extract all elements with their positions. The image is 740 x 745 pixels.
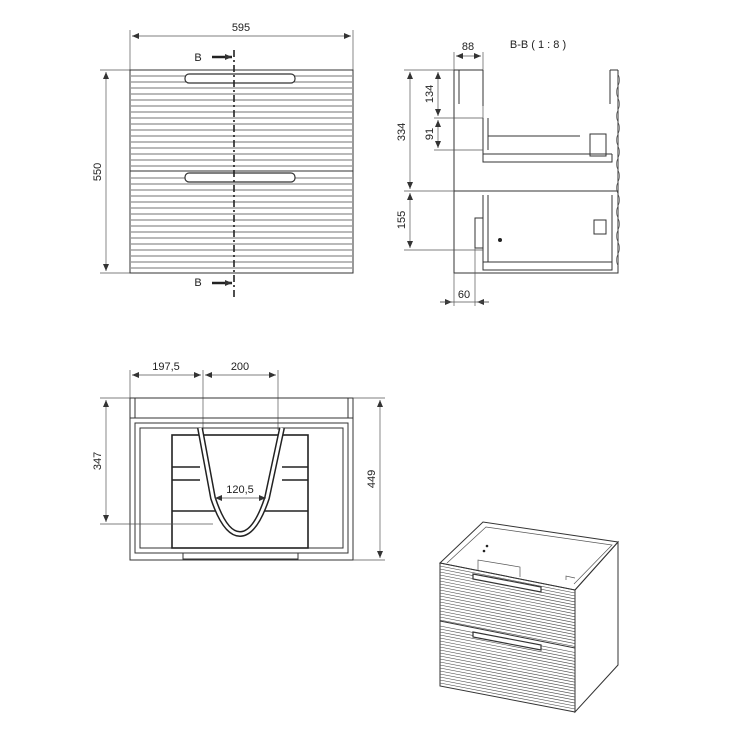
iso-slat-line (439, 586, 576, 615)
dim-334-label: 334 (396, 123, 408, 141)
iso-slat-line (439, 661, 576, 689)
top-view-outline (129, 397, 354, 561)
iso-slat-line (439, 598, 576, 626)
iso-slat-line (439, 604, 576, 632)
iso-slat-line (439, 589, 576, 618)
iso-slat-line (439, 667, 576, 695)
iso-slat-line (439, 676, 576, 704)
iso-slat-line (439, 592, 576, 621)
front-slats (131, 75, 352, 269)
iso-slat-line (439, 679, 576, 707)
iso-slat-line (439, 580, 576, 609)
total-depth-449-label: 449 (366, 470, 378, 488)
iso-slat-line (439, 643, 576, 671)
iso-bottom-handle (472, 631, 542, 651)
iso-slat-line (439, 610, 576, 638)
offset-197-label: 197,5 (152, 361, 180, 373)
iso-slat-line (439, 646, 576, 674)
inner-120-label: 120,5 (226, 484, 254, 496)
cutout-200-label: 200 (231, 361, 249, 373)
front-view: 595 550 B B (92, 22, 354, 298)
iso-slat-line (439, 682, 576, 710)
dim-91-label: 91 (424, 128, 436, 140)
drawer-front-handle (182, 552, 299, 560)
upper-drawer-section (482, 118, 613, 163)
dim-134-label: 134 (424, 85, 436, 103)
iso-slat-line (439, 634, 576, 662)
iso-slat-line (439, 607, 576, 635)
iso-slat-line (439, 637, 576, 665)
iso-top-opening (438, 521, 619, 591)
height-dimension-label: 550 (92, 163, 104, 181)
iso-right-side (574, 540, 619, 714)
iso-slat-line (439, 658, 576, 686)
side-profile-wave (616, 73, 620, 267)
bottom-drawer-handle (184, 172, 296, 183)
iso-top-handle (472, 573, 542, 593)
iso-slat-line (439, 655, 576, 683)
iso-slat-line (439, 649, 576, 677)
iso-slat-line (439, 652, 576, 680)
iso-slat-line (439, 664, 576, 692)
section-label-bottom: B (194, 277, 201, 289)
iso-slat-line (439, 583, 576, 612)
iso-slat-line (439, 631, 576, 659)
iso-slat-line (439, 613, 576, 641)
lower-drawer-section (482, 195, 613, 271)
iso-slats (439, 565, 576, 710)
iso-slat-line (439, 616, 576, 644)
iso-slat-line (439, 673, 576, 701)
top-drawer-handle (184, 73, 296, 84)
iso-slat-line (439, 577, 576, 606)
section-view: B-B ( 1 : 8 ) 88 3 (396, 39, 620, 306)
depth-88-label: 88 (462, 41, 474, 53)
iso-slat-line (439, 670, 576, 698)
iso-slat-line (439, 574, 576, 603)
iso-front (439, 562, 576, 713)
iso-slat-line (439, 595, 576, 623)
dim-60-label: 60 (458, 289, 470, 301)
section-label-top: B (194, 52, 201, 64)
iso-slat-line (439, 565, 576, 594)
iso-slat-line (439, 601, 576, 629)
width-dimension-label: 595 (232, 22, 250, 34)
iso-slat-line (439, 619, 576, 647)
depth-347-label: 347 (92, 452, 104, 470)
dim-155-label: 155 (396, 211, 408, 229)
iso-view (438, 521, 619, 714)
section-title: B-B ( 1 : 8 ) (510, 39, 566, 51)
top-view: 197,5 200 120,5 347 449 (92, 361, 385, 561)
iso-slat-line (439, 640, 576, 668)
section-outline (453, 70, 619, 274)
